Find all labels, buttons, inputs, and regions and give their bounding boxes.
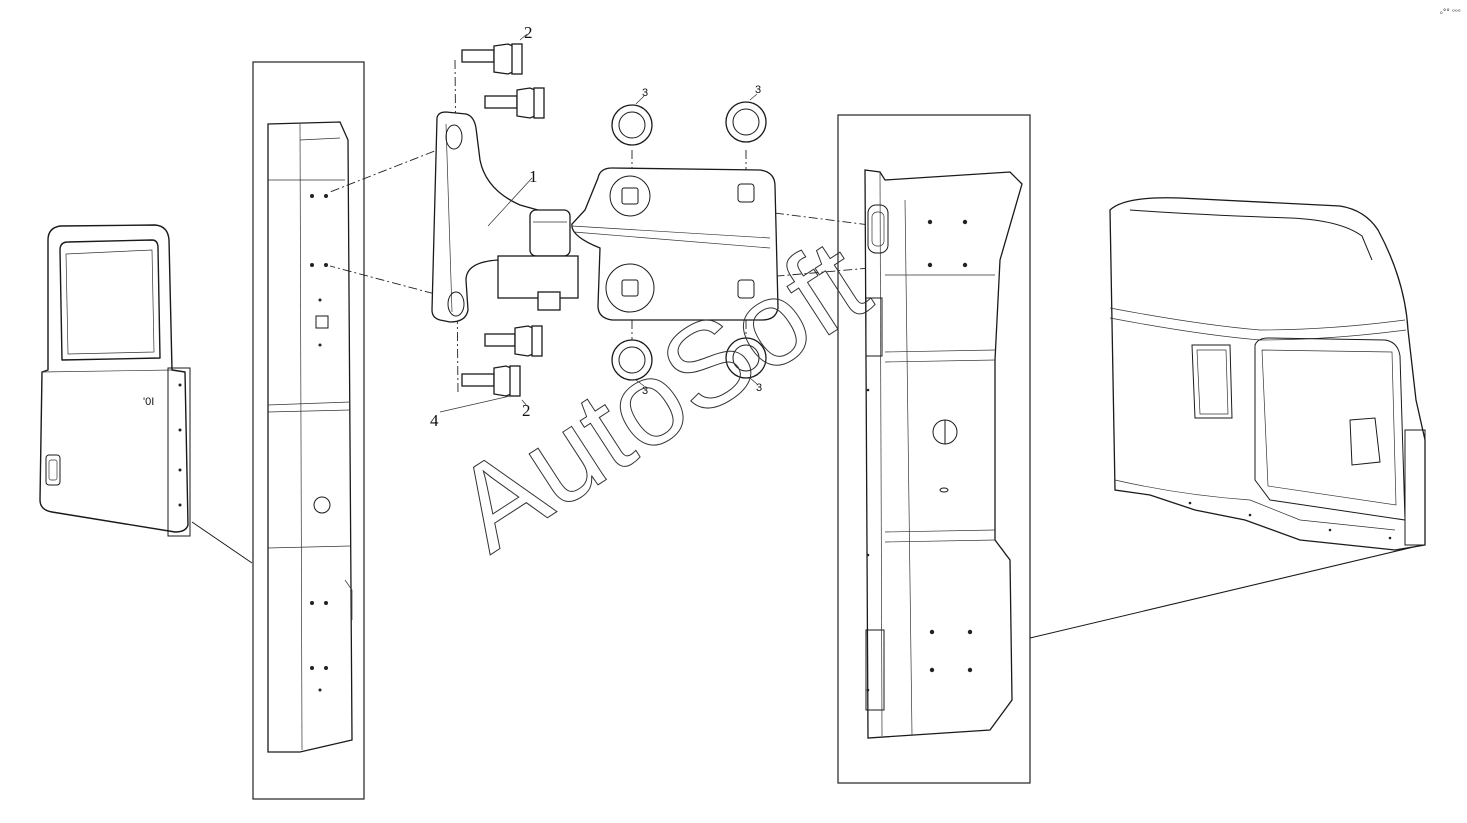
callout-2-bottom: 2: [522, 401, 531, 420]
nut-top-left: [611, 104, 653, 146]
svg-text:'0I: '0I: [143, 396, 154, 408]
door-hinge-detail: [252, 61, 365, 800]
nut-bottom-right: [725, 337, 767, 379]
bolt-bottom-1: [484, 325, 543, 357]
corner-mark: ₒ°° ᵒᵒᵒ: [1440, 8, 1461, 16]
bolt-top-1: [461, 43, 523, 75]
nut-bottom-left: [611, 339, 653, 381]
callout-1: 1: [529, 167, 538, 186]
door-illustration: '0I: [39, 224, 253, 564]
nut-top-right: [725, 101, 767, 143]
bolt-top-2: [484, 87, 545, 119]
callout-4: 4: [430, 411, 439, 430]
hinge-assembly: [329, 33, 871, 413]
callout-2-top: 2: [524, 23, 533, 42]
callout-3-bottom-left: 3: [642, 385, 648, 397]
bolt-bottom-2: [461, 365, 521, 397]
callout-3-top-left: 3: [642, 87, 648, 99]
callout-3-top-right: 3: [755, 84, 761, 96]
cab-illustration: [1109, 197, 1426, 551]
callout-3-bottom-right: 3: [756, 382, 762, 394]
cab-pillar-detail: [837, 114, 1423, 784]
